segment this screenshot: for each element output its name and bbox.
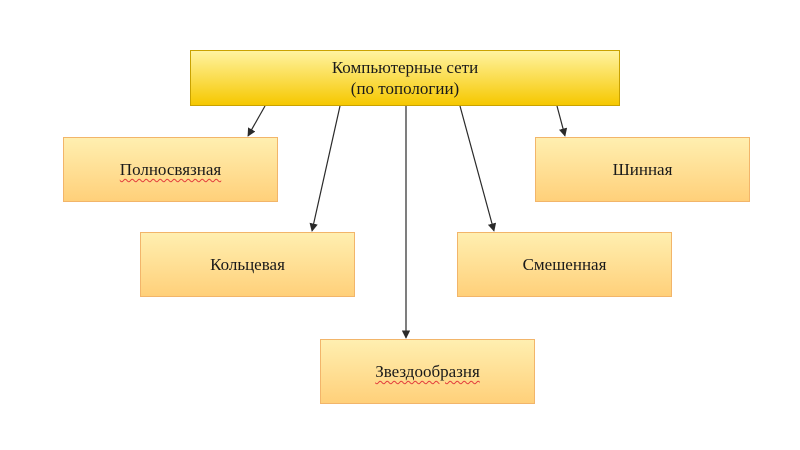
edge-root-to-bus	[556, 105, 568, 137]
edge-root-to-full	[247, 105, 266, 137]
root-node-computer-networks: Компьютерные сети (по топологии)	[190, 50, 620, 106]
node-star: Звездообразня	[320, 339, 535, 404]
edge-root-to-mixed	[459, 105, 497, 232]
node-mixed-label: Смешенная	[522, 254, 607, 274]
node-full-mesh-label: Полносвязная	[119, 159, 222, 179]
node-full-mesh: Полносвязная	[63, 137, 278, 202]
node-star-label: Звездообразня	[375, 361, 480, 381]
node-mixed: Смешенная	[457, 232, 672, 297]
node-bus-label: Шинная	[612, 159, 673, 179]
edge-root-to-ring	[309, 105, 341, 232]
node-ring: Кольцевая	[140, 232, 355, 297]
node-ring-label: Кольцевая	[210, 254, 285, 274]
node-bus: Шинная	[535, 137, 750, 202]
